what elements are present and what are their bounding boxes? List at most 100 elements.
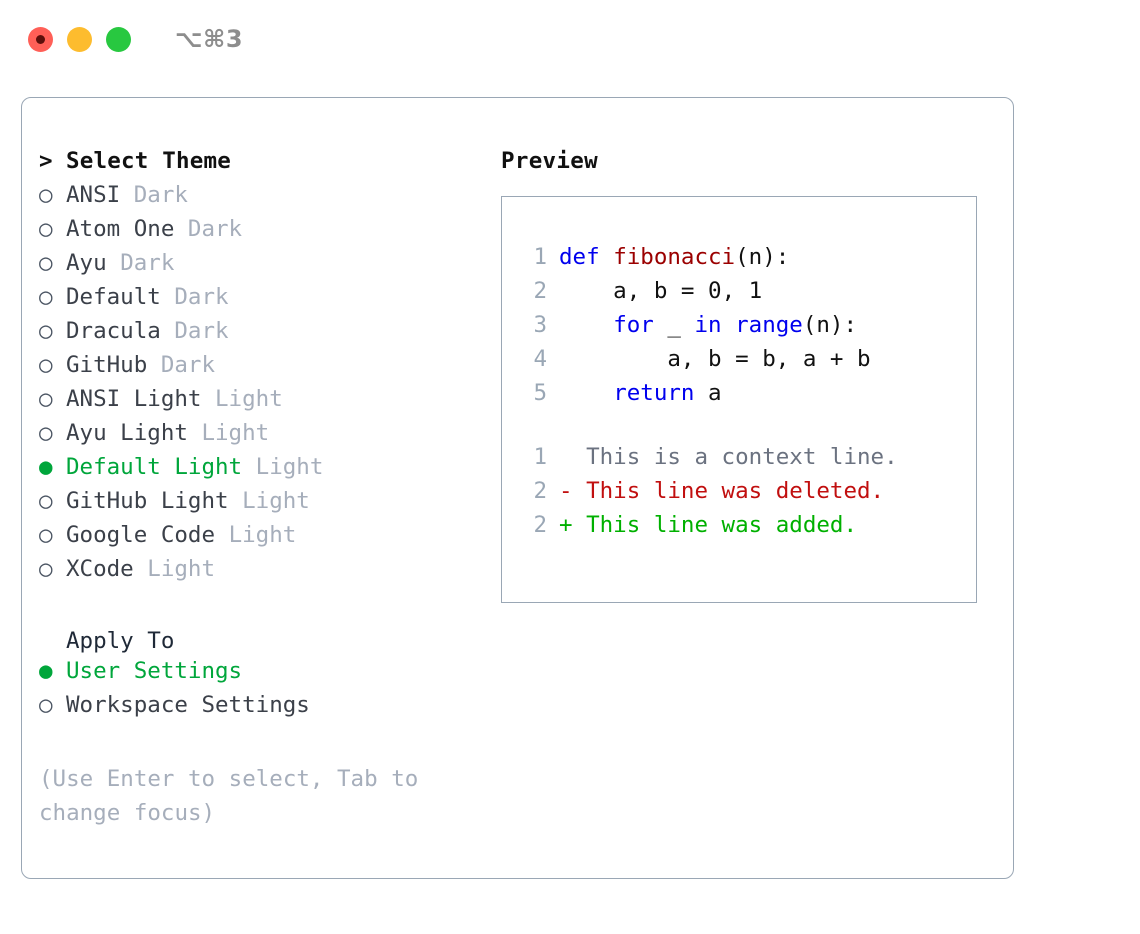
code-line: 4 a, b = b, a + b xyxy=(502,346,976,380)
radio-unselected-icon: ○ xyxy=(39,556,53,582)
space xyxy=(161,284,175,310)
code-token xyxy=(559,312,613,338)
theme-option-ayu[interactable]: ○Ayu Dark xyxy=(39,250,499,284)
theme-option-xcode[interactable]: ○XCode Light xyxy=(39,556,499,590)
theme-option-label: Google Code xyxy=(66,522,216,548)
apply-to-list: ●User Settings○Workspace Settings xyxy=(39,658,499,726)
code-token: a xyxy=(694,380,722,406)
code-line-number: 3 xyxy=(533,312,547,338)
diff-sign xyxy=(559,444,573,470)
theme-option-google-code[interactable]: ○ Google Code Light xyxy=(39,522,499,556)
theme-option-label: Default Light xyxy=(66,454,243,480)
minimize-button[interactable] xyxy=(67,26,92,52)
code-line: 2 a, b = 0, 1 xyxy=(502,278,976,312)
space xyxy=(134,556,148,582)
code-token: , xyxy=(721,278,749,304)
select-theme-heading: > Select Theme xyxy=(39,148,499,182)
apply-to-option-workspace-settings[interactable]: ○Workspace Settings xyxy=(39,692,499,726)
theme-option-variant-tag: Light xyxy=(228,522,297,548)
code-line-number: 2 xyxy=(533,278,547,304)
theme-option-default-light[interactable]: ● Default Light Light xyxy=(39,454,499,488)
diff-text: This is a context line. xyxy=(572,444,898,470)
diff-sample: 1 This is a context line.2- This line wa… xyxy=(502,444,976,546)
title-bar: ⌥⌘3 xyxy=(0,0,1140,78)
code-token xyxy=(559,380,613,406)
theme-option-label: Default xyxy=(66,284,161,310)
radio-unselected-icon: ○ xyxy=(39,488,53,514)
diff-line-number: 2 xyxy=(533,478,547,504)
radio-unselected-icon: ○ xyxy=(39,352,53,378)
space xyxy=(161,318,175,344)
select-theme-heading-label: Select Theme xyxy=(66,148,231,174)
diff-line: 2- This line was deleted. xyxy=(502,478,976,512)
radio-unselected-icon: ○ xyxy=(39,250,53,276)
space xyxy=(120,182,134,208)
list-spacer xyxy=(39,590,499,624)
theme-option-variant-tag: Light xyxy=(147,556,216,582)
theme-option-atom-one[interactable]: ○Atom One Dark xyxy=(39,216,499,250)
theme-option-ayu-light[interactable]: ○ Ayu Light Light xyxy=(39,420,499,454)
theme-option-github[interactable]: ○ GitHub Dark xyxy=(39,352,499,386)
space xyxy=(188,420,202,446)
theme-option-ansi[interactable]: ○ANSI Dark xyxy=(39,182,499,216)
diff-sign: + xyxy=(559,512,573,538)
radio-unselected-icon: ○ xyxy=(39,522,53,548)
theme-option-label: ANSI Light xyxy=(66,386,202,412)
theme-option-label: GitHub xyxy=(66,352,148,378)
code-token: _ xyxy=(653,312,695,338)
space xyxy=(107,250,121,276)
code-token: 1 xyxy=(748,278,763,304)
radio-unselected-icon: ○ xyxy=(39,284,53,310)
code-token: (n): xyxy=(802,312,858,338)
code-token: (n): xyxy=(735,244,790,270)
space xyxy=(229,488,243,514)
diff-text: This line was added. xyxy=(572,512,858,538)
code-token: return xyxy=(613,380,695,406)
close-button[interactable] xyxy=(28,26,53,52)
diff-sign: - xyxy=(559,478,573,504)
code-token: in xyxy=(694,312,722,338)
apply-to-heading: Apply To xyxy=(66,628,175,654)
code-line-number: 1 xyxy=(533,244,547,270)
radio-unselected-icon: ○ xyxy=(39,318,53,344)
theme-option-label: Ayu Light xyxy=(66,420,188,446)
keyboard-hint: (Use Enter to select, Tab to change focu… xyxy=(39,766,419,826)
diff-line: 1 This is a context line. xyxy=(502,444,976,478)
code-line-number: 4 xyxy=(533,346,547,372)
theme-option-variant-tag: Light xyxy=(255,454,324,480)
space xyxy=(215,522,229,548)
apply-to-option-label: Workspace Settings xyxy=(66,692,310,718)
theme-option-github-light[interactable]: ○GitHub Light Light xyxy=(39,488,499,522)
code-token: a, b = xyxy=(559,278,709,304)
theme-option-default[interactable]: ○ Default Dark xyxy=(39,284,499,318)
code-diff-spacer xyxy=(502,414,976,444)
apply-to-option-label: User Settings xyxy=(66,658,243,684)
theme-option-variant-tag: Dark xyxy=(133,182,188,208)
apply-to-option-user-settings[interactable]: ●User Settings xyxy=(39,658,499,692)
prompt-caret-icon: > xyxy=(39,148,53,174)
code-line-number: 5 xyxy=(533,380,547,406)
code-token: for xyxy=(613,312,654,338)
theme-list: ○ANSI Dark○Atom One Dark○Ayu Dark○Defaul… xyxy=(39,182,499,590)
traffic-lights xyxy=(28,26,131,52)
diff-line-number: 1 xyxy=(533,444,547,470)
maximize-button[interactable] xyxy=(106,26,131,52)
code-token: 0 xyxy=(708,278,722,304)
theme-option-label: Atom One xyxy=(66,216,175,242)
theme-option-dracula[interactable]: ○Dracula Dark xyxy=(39,318,499,352)
radio-unselected-icon: ○ xyxy=(39,386,53,412)
theme-option-ansi-light[interactable]: ○ANSI Light Light xyxy=(39,386,499,420)
theme-option-variant-tag: Dark xyxy=(120,250,175,276)
diff-line: 2+ This line was added. xyxy=(502,512,976,546)
radio-unselected-icon: ○ xyxy=(39,420,53,446)
code-line: 5 return a xyxy=(502,380,976,414)
theme-option-variant-tag: Light xyxy=(201,420,270,446)
code-token xyxy=(722,312,736,338)
theme-option-variant-tag: Dark xyxy=(174,284,229,310)
theme-option-variant-tag: Dark xyxy=(160,352,216,378)
theme-option-variant-tag: Light xyxy=(242,488,310,514)
radio-selected-icon: ● xyxy=(39,454,53,480)
space xyxy=(242,454,256,480)
